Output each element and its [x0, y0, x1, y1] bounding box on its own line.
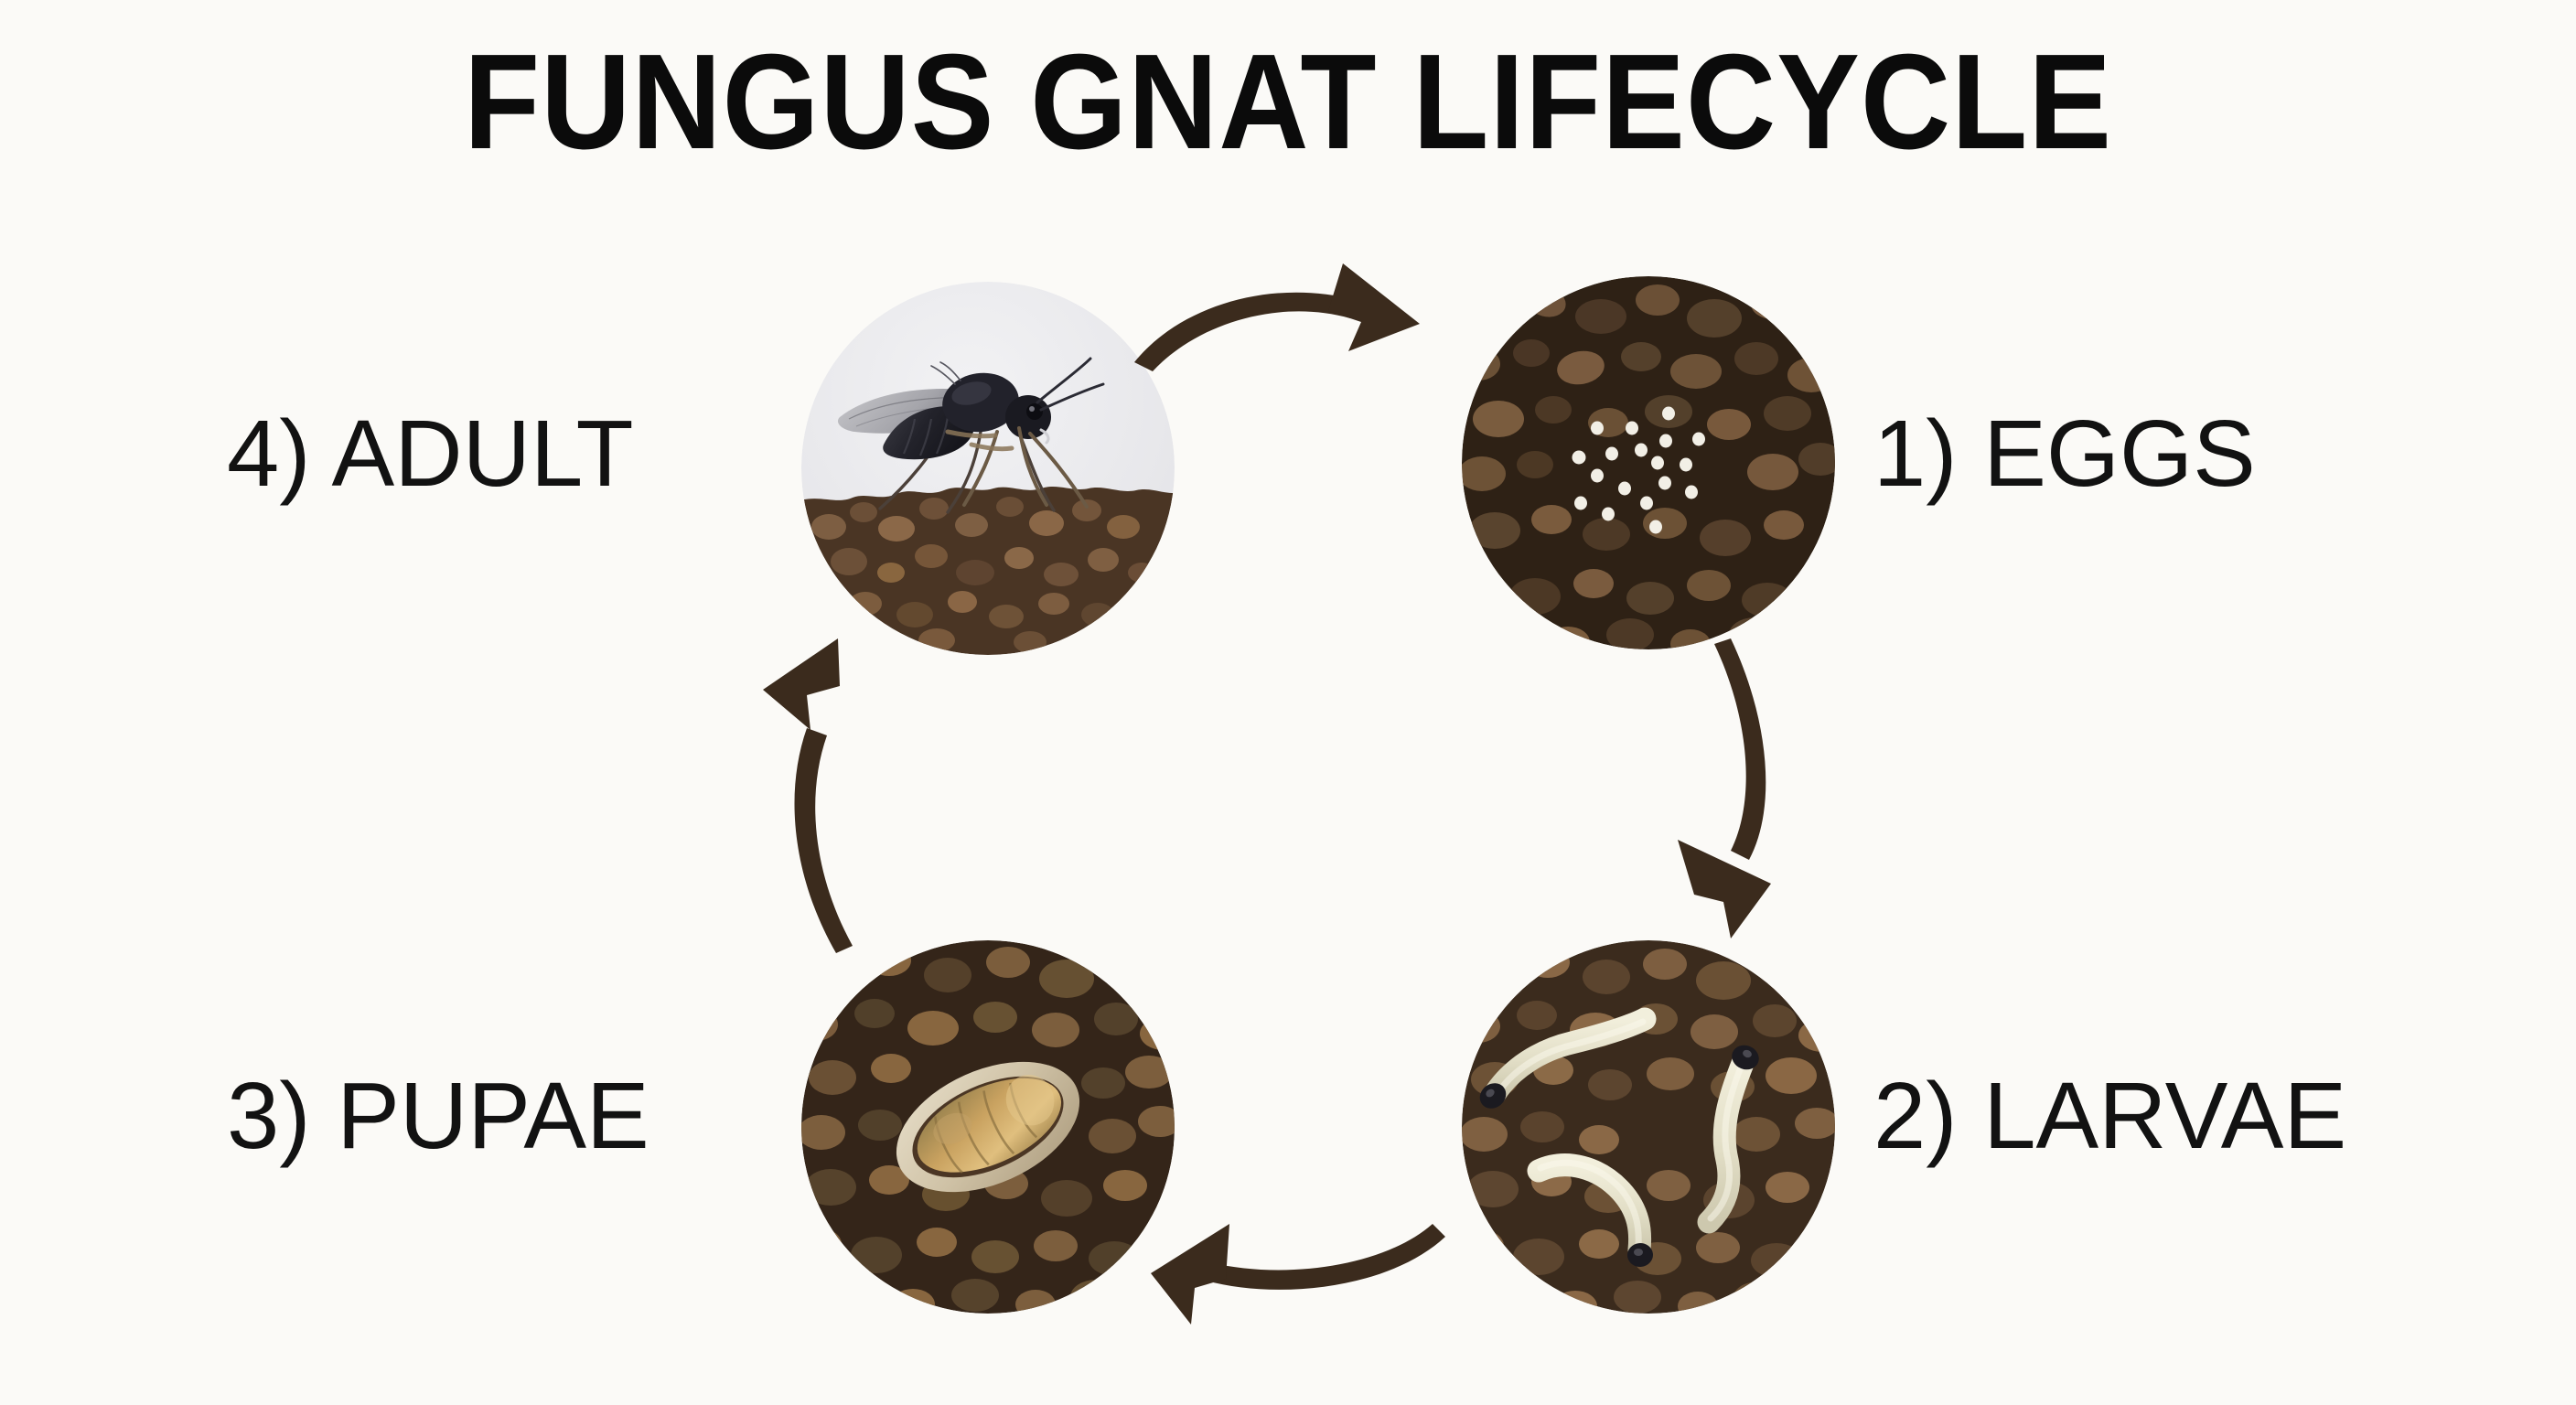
page-title: FUNGUS GNAT LIFECYCLE [464, 27, 2112, 177]
gnat-legs-front [962, 426, 1089, 509]
stage-image-pupae [801, 940, 1175, 1314]
gnat-antennae [1036, 357, 1105, 412]
gnat-eye [1026, 403, 1043, 420]
arrow-adult-to-eggs [1125, 252, 1509, 454]
egg-cluster [1572, 406, 1705, 534]
stage-image-larvae [1462, 940, 1835, 1314]
stage-label-larvae: 2) LARVAE [1873, 1063, 2347, 1168]
larva-3 [1527, 1153, 1653, 1268]
stage-image-adult [801, 282, 1175, 655]
gnat-proboscis [1039, 428, 1050, 445]
arrow-eggs-to-larvae [1665, 631, 1939, 970]
stage-label-adult: 4) ADULT [227, 401, 634, 506]
larva-head [1732, 1045, 1759, 1070]
stage-label-pupae: 3) PUPAE [227, 1063, 649, 1168]
pupa-chamber [896, 1061, 1080, 1193]
arrow-larvae-to-pupae [1134, 1217, 1500, 1400]
larva-head [1479, 1083, 1507, 1109]
arrow-pupae-to-adult [750, 631, 1025, 979]
adult-gnat [837, 357, 1105, 514]
soil-pebbles [811, 497, 1155, 653]
stage-image-eggs [1462, 276, 1835, 649]
larva-2 [1697, 1045, 1759, 1234]
stage-label-eggs: 1) EGGS [1873, 401, 2256, 506]
larva-1 [1479, 1007, 1657, 1109]
